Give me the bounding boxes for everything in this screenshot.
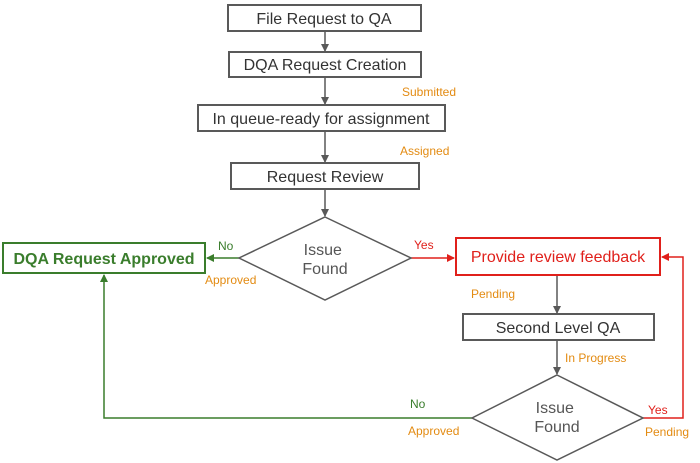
provide-feedback-box — [455, 237, 661, 276]
request-review-text: Request Review — [267, 169, 384, 186]
second-level-qa-box — [462, 313, 655, 341]
second-level-qa-text: Second Level QA — [496, 320, 621, 337]
file-request-box — [227, 4, 422, 32]
dqa-creation-box — [228, 51, 422, 78]
label-in-progress: In Progress — [565, 351, 626, 365]
label-pending-1: Pending — [471, 287, 515, 301]
label-pending-2: Pending — [645, 425, 689, 439]
request-review-box — [230, 162, 420, 190]
issue-found-2-line-1: Issue — [536, 400, 574, 417]
label-yes-1: Yes — [414, 238, 434, 252]
issue-found-1-line-1: Issue — [304, 242, 342, 259]
arrow-yes-loop-to-feedback — [643, 253, 684, 419]
in-queue-text: In queue-ready for assignment — [212, 111, 430, 128]
dqa-approved-box — [2, 242, 206, 274]
label-approved-2: Approved — [408, 424, 459, 438]
label-no-1: No — [218, 239, 234, 253]
issue-found-1-line-2: Found — [302, 261, 347, 278]
label-no-2: No — [410, 397, 426, 411]
file-request-text: File Request to QA — [256, 11, 392, 28]
label-assigned: Assigned — [400, 144, 449, 158]
arrow-no-loop-to-approved — [100, 274, 472, 419]
issue-found-2-text: Issue Found — [534, 400, 579, 436]
label-yes-2: Yes — [648, 403, 668, 417]
label-submitted: Submitted — [402, 85, 456, 99]
label-approved-1: Approved — [205, 273, 256, 287]
issue-found-1-text: Issue Found — [302, 242, 347, 278]
issue-found-diamond-1 — [237, 216, 413, 301]
issue-found-diamond-2 — [470, 374, 645, 461]
provide-feedback-text: Provide review feedback — [471, 249, 646, 266]
dqa-creation-text: DQA Request Creation — [244, 57, 407, 74]
issue-found-2-line-2: Found — [534, 419, 579, 436]
in-queue-box — [197, 104, 446, 132]
dqa-approved-text: DQA Request Approved — [13, 251, 194, 268]
